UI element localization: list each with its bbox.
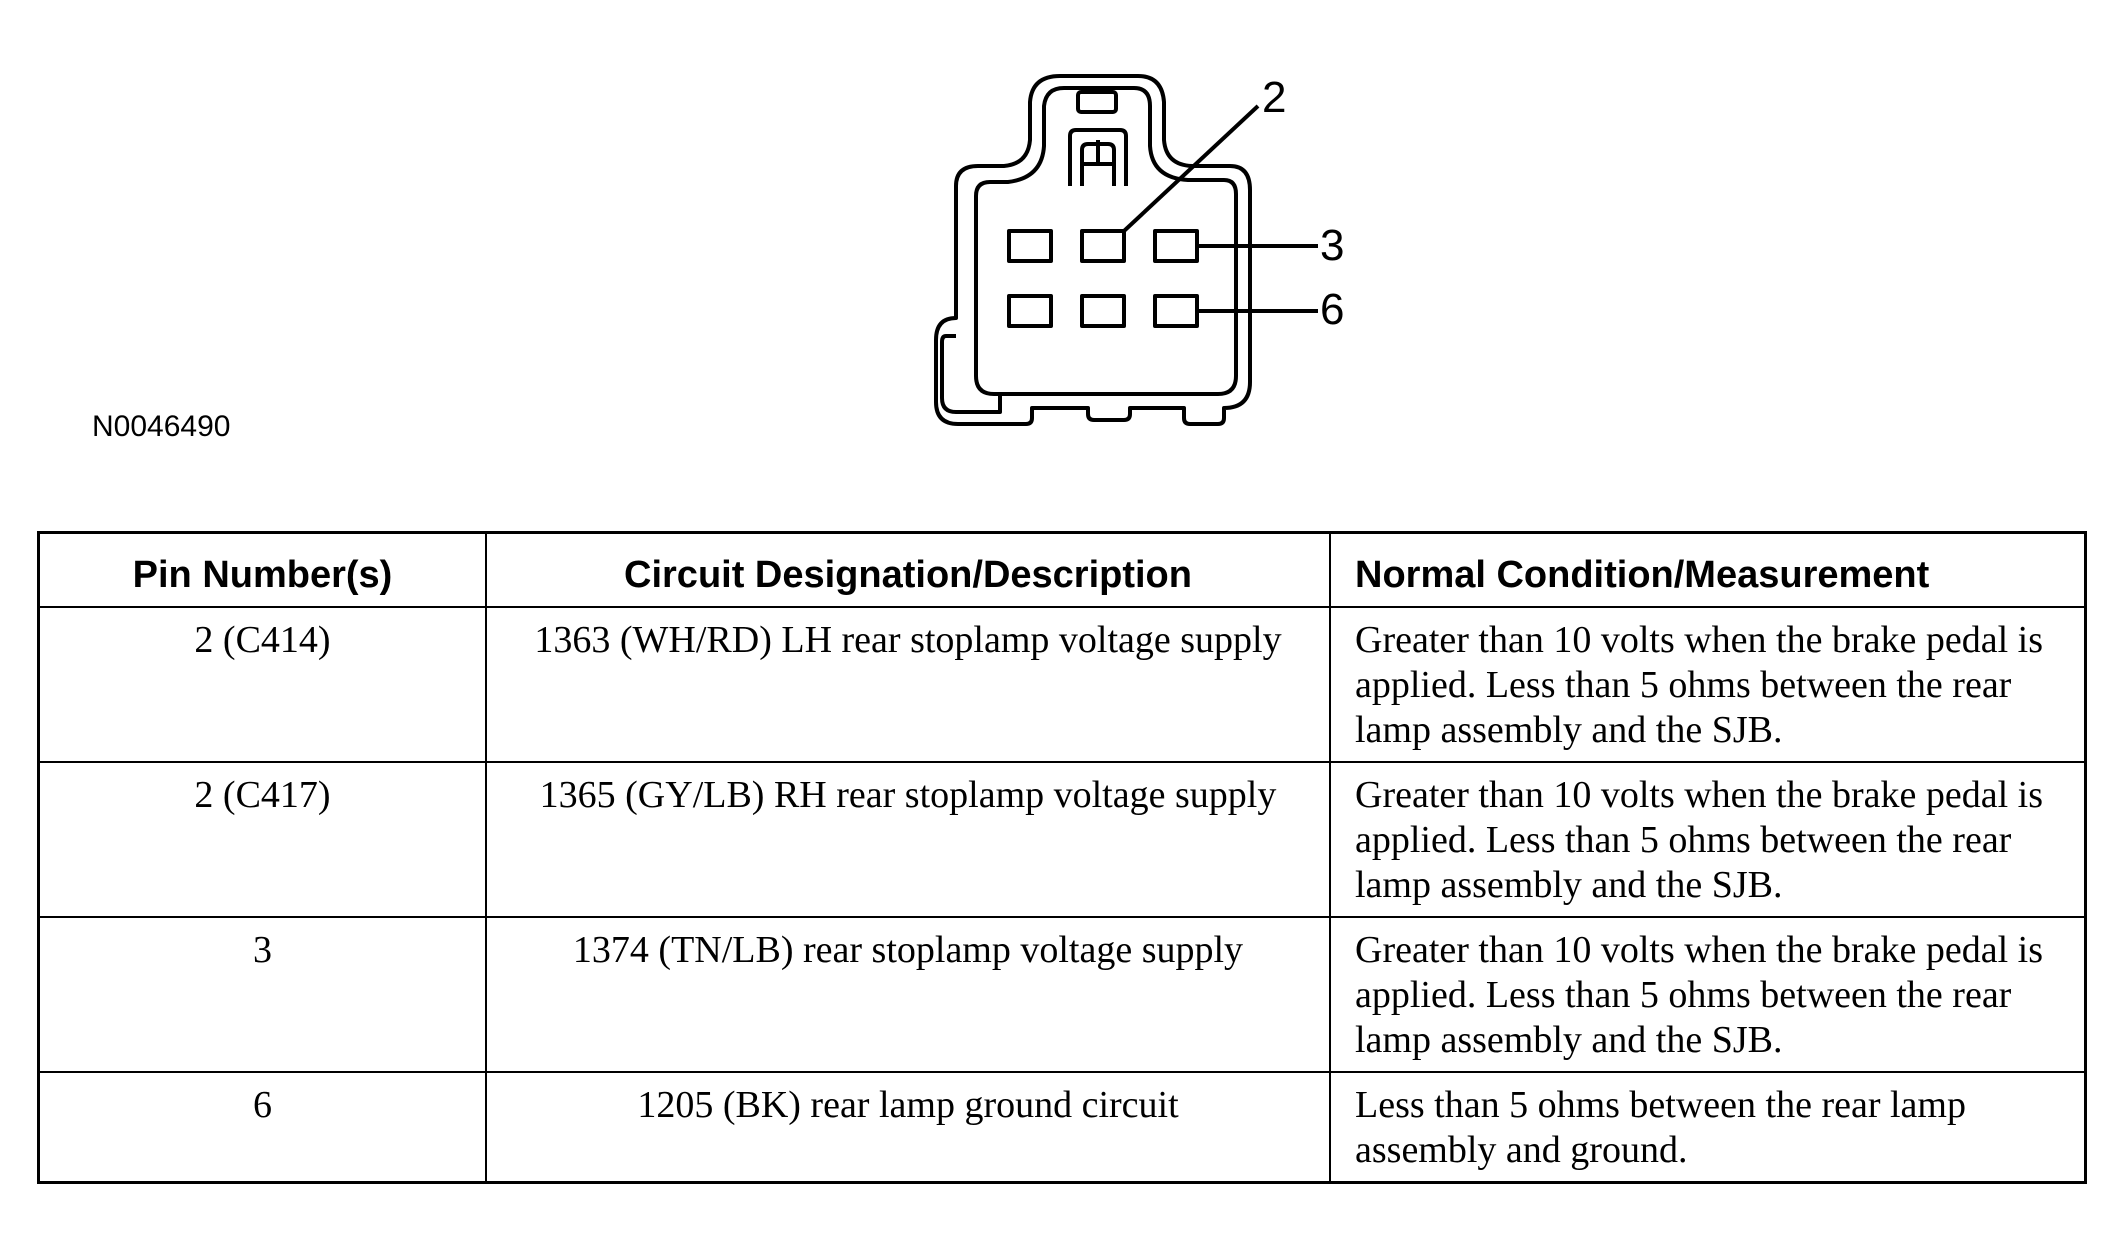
connector-housing-inner — [974, 86, 1238, 396]
callout-label-2: 2 — [1262, 73, 1286, 122]
table-header-row: Pin Number(s) Circuit Designation/Descri… — [37, 531, 2087, 608]
circuit-cell: 1374 (TN/LB) rear stoplamp voltage suppl… — [485, 916, 1331, 1073]
header-condition: Normal Condition/Measurement — [1329, 531, 2087, 608]
circuit-cell: 1363 (WH/RD) LH rear stoplamp voltage su… — [485, 606, 1331, 763]
cavity-5 — [1080, 294, 1126, 328]
locking-tab-inner — [1080, 140, 1116, 186]
pin-number-cell: 3 — [37, 916, 487, 1073]
condition-cell: Greater than 10 volts when the brake ped… — [1329, 761, 2087, 918]
condition-cell: Greater than 10 volts when the brake ped… — [1329, 606, 2087, 763]
connector-diagram: 2 3 6 — [934, 73, 1344, 426]
header-pin-number: Pin Number(s) — [37, 531, 487, 608]
figure-id: N0046490 — [92, 410, 231, 443]
table-row: 6 1205 (BK) rear lamp ground circuit Les… — [37, 1071, 2087, 1184]
table-row: 2 (C414) 1363 (WH/RD) LH rear stoplamp v… — [37, 606, 2087, 763]
cavity-2 — [1080, 229, 1126, 263]
callout-label-3: 3 — [1320, 221, 1344, 270]
cavity-1 — [1007, 229, 1053, 263]
pin-number-cell: 2 (C414) — [37, 606, 487, 763]
cavity-3 — [1153, 229, 1199, 263]
circuit-cell: 1205 (BK) rear lamp ground circuit — [485, 1071, 1331, 1184]
side-latch — [940, 334, 1002, 414]
pin-number-cell: 2 (C417) — [37, 761, 487, 918]
table-row: 2 (C417) 1365 (GY/LB) RH rear stoplamp v… — [37, 761, 2087, 918]
circuit-cell: 1365 (GY/LB) RH rear stoplamp voltage su… — [485, 761, 1331, 918]
condition-cell: Greater than 10 volts when the brake ped… — [1329, 916, 2087, 1073]
locking-tab-top — [1076, 90, 1118, 114]
pin-number-cell: 6 — [37, 1071, 487, 1184]
pin-table: Pin Number(s) Circuit Designation/Descri… — [37, 531, 2087, 1184]
cavity-6 — [1153, 294, 1199, 328]
cavity-4 — [1007, 294, 1053, 328]
condition-cell: Less than 5 ohms between the rear lamp a… — [1329, 1071, 2087, 1184]
header-circuit: Circuit Designation/Description — [485, 531, 1331, 608]
connector-housing-outer — [934, 74, 1252, 426]
callout-label-6: 6 — [1320, 285, 1344, 334]
locking-tab-body — [1068, 128, 1128, 186]
callout-leader-2 — [1122, 104, 1260, 233]
table-row: 3 1374 (TN/LB) rear stoplamp voltage sup… — [37, 916, 2087, 1073]
